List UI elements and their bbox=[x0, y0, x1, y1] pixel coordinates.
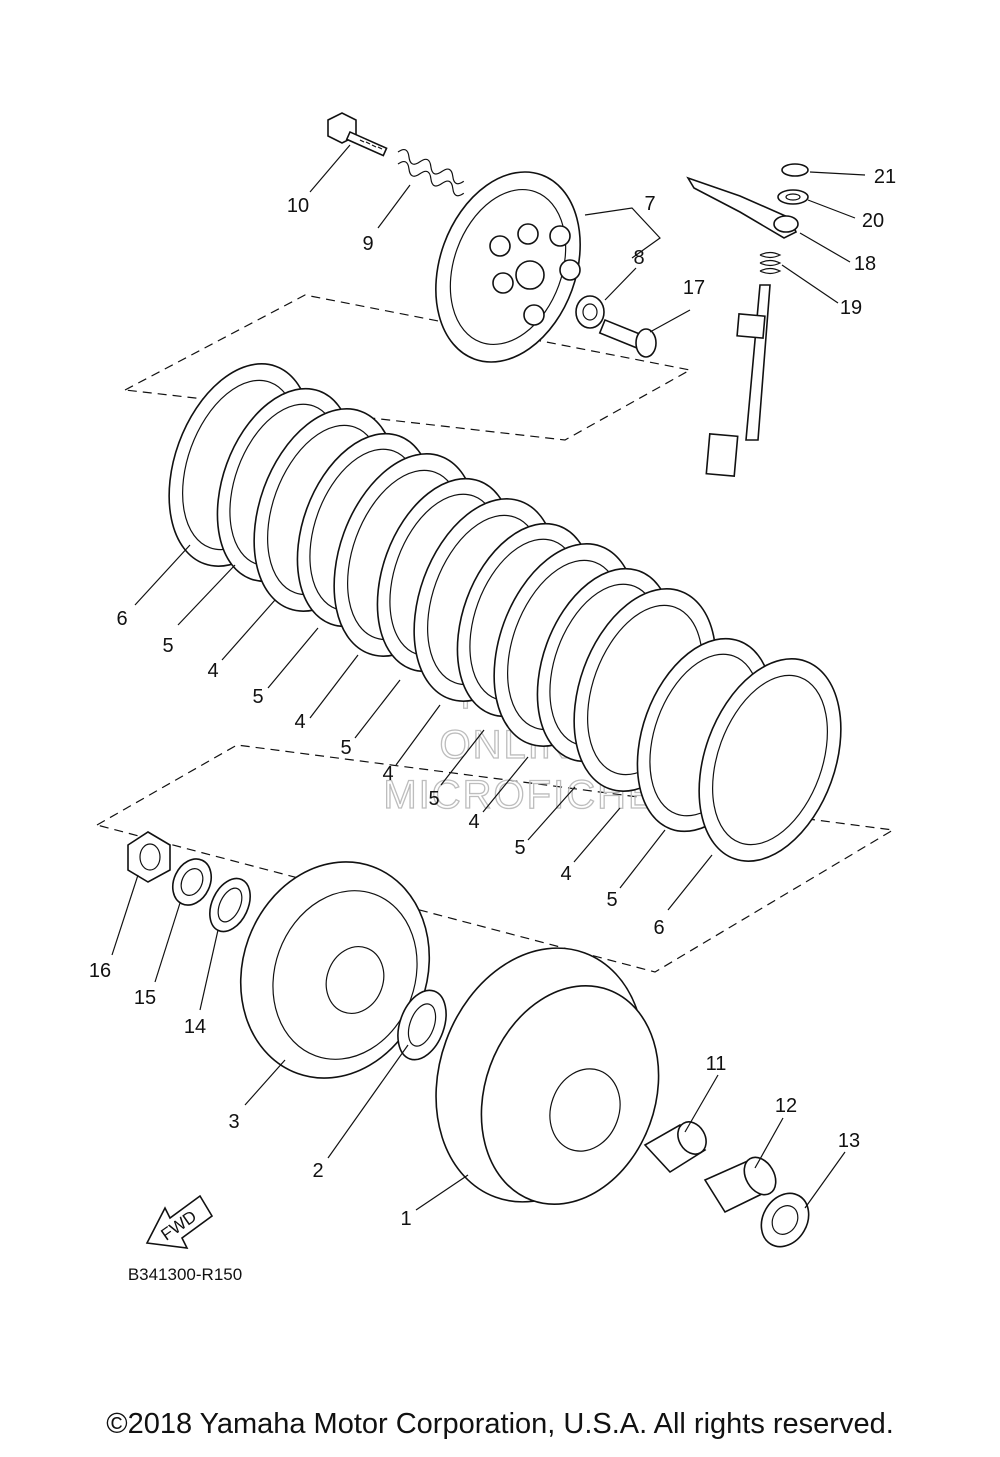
callout-4-1: 4 bbox=[207, 660, 218, 682]
callout-10: 10 bbox=[287, 195, 309, 217]
copyright-notice: ©2018 Yamaha Motor Corporation, U.S.A. A… bbox=[106, 1408, 894, 1440]
callout-17: 17 bbox=[683, 277, 705, 299]
washer-part bbox=[777, 189, 809, 205]
callout-7: 7 bbox=[644, 193, 655, 215]
callout-21: 21 bbox=[874, 166, 896, 188]
callout-15: 15 bbox=[134, 987, 156, 1009]
callout-18: 18 bbox=[854, 253, 876, 275]
lock-washer-part bbox=[171, 858, 213, 906]
callout-5-6: 5 bbox=[606, 889, 617, 911]
callout-2: 2 bbox=[312, 1160, 323, 1182]
release-lever-part bbox=[686, 176, 799, 239]
callout-9: 9 bbox=[362, 233, 373, 255]
callout-19: 19 bbox=[840, 297, 862, 319]
callout-4-2: 4 bbox=[294, 711, 305, 733]
callout-4-3: 4 bbox=[382, 763, 393, 785]
push-rod-part bbox=[598, 318, 657, 358]
callout-labels: 10 9 7 8 17 21 20 18 19 6 5 4 5 4 5 4 5 … bbox=[89, 166, 896, 1230]
bolt-part bbox=[327, 112, 388, 157]
upper-alignment-frame bbox=[123, 294, 692, 441]
nut-part bbox=[127, 831, 171, 883]
spacer-part bbox=[643, 1121, 707, 1174]
needle-bearing-part bbox=[703, 1156, 777, 1214]
circlip-part bbox=[781, 163, 809, 177]
return-spring-part bbox=[759, 251, 782, 275]
callout-12: 12 bbox=[775, 1095, 797, 1117]
washer-13-part bbox=[760, 1192, 810, 1248]
callout-11: 11 bbox=[706, 1053, 727, 1075]
callout-16: 16 bbox=[89, 960, 111, 982]
thrust-washer-part bbox=[397, 989, 447, 1061]
callout-8: 8 bbox=[633, 247, 644, 269]
callout-13: 13 bbox=[838, 1130, 860, 1152]
callout-4-5: 4 bbox=[560, 863, 571, 885]
pressure-plate-part bbox=[435, 171, 581, 363]
callout-5-4: 5 bbox=[428, 788, 439, 810]
spring-part bbox=[397, 148, 465, 197]
callout-5-1: 5 bbox=[162, 635, 173, 657]
clutch-boss-part bbox=[239, 861, 431, 1079]
push-lever-shaft-part bbox=[705, 284, 771, 478]
callout-5-3: 5 bbox=[340, 737, 351, 759]
callout-14: 14 bbox=[184, 1016, 206, 1038]
callout-5-5: 5 bbox=[514, 837, 525, 859]
callout-6-bottom: 6 bbox=[653, 917, 664, 939]
callout-6-top: 6 bbox=[116, 608, 127, 630]
callout-1: 1 bbox=[400, 1208, 411, 1230]
lower-alignment-frame bbox=[95, 744, 895, 973]
bearing-part bbox=[575, 295, 605, 329]
callout-5-2: 5 bbox=[252, 686, 263, 708]
clutch-housing-part bbox=[435, 947, 660, 1205]
diagram-code: B341300-R150 bbox=[128, 1265, 242, 1284]
fwd-arrow-icon: FWD bbox=[145, 1194, 214, 1249]
callout-20: 20 bbox=[862, 210, 884, 232]
callout-3: 3 bbox=[228, 1111, 239, 1133]
friction-plate-6-bottom bbox=[698, 658, 842, 862]
leader-lines bbox=[111, 144, 866, 1211]
callout-4-4: 4 bbox=[468, 811, 479, 833]
